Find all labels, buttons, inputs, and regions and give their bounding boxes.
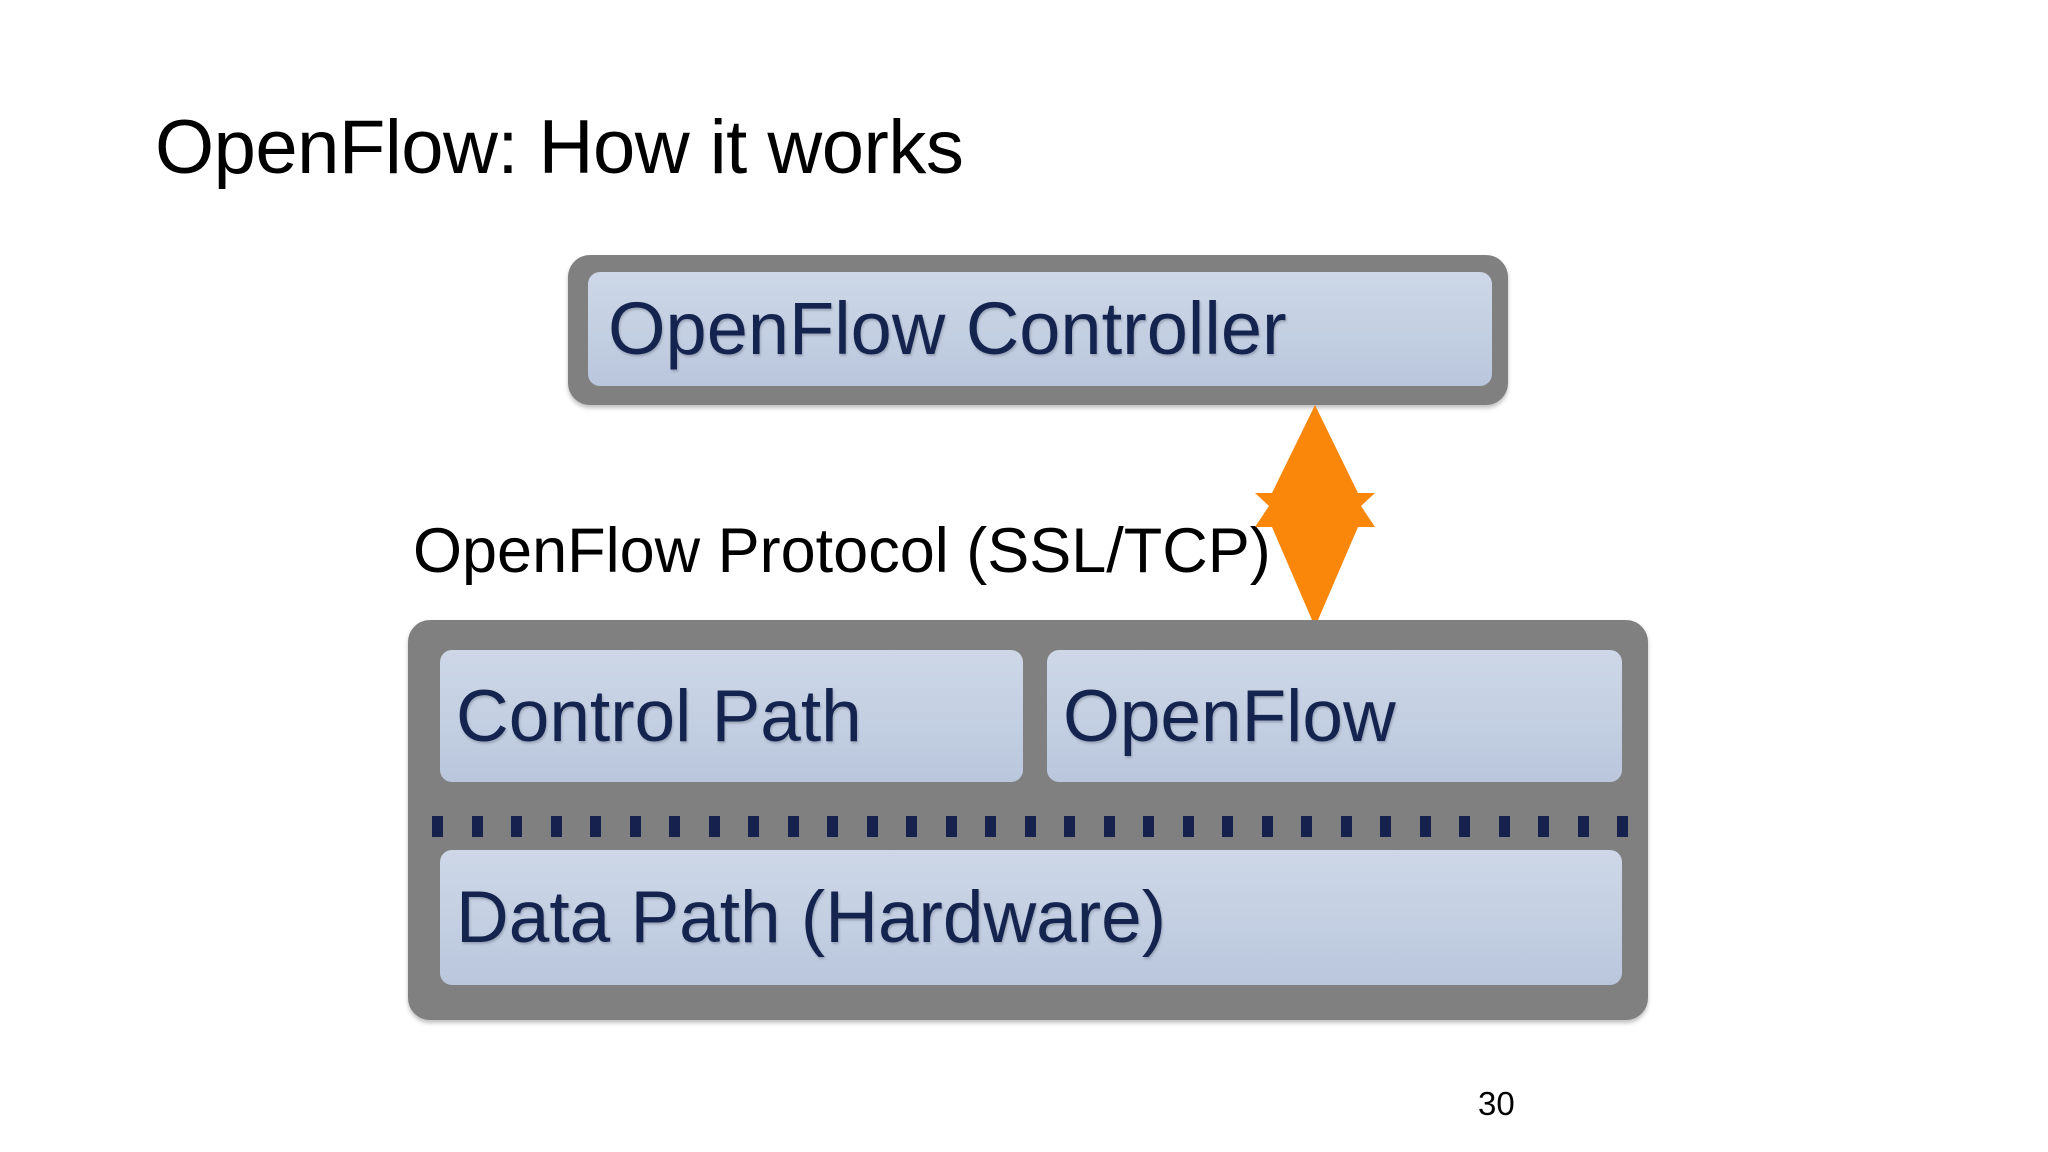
- divider-dot: [945, 815, 957, 837]
- double-headed-vertical-arrow-icon: [1255, 405, 1375, 627]
- divider-dot: [1143, 815, 1154, 837]
- data-path-label: Data Path (Hardware): [456, 877, 1167, 958]
- divider-dot: [1459, 815, 1470, 837]
- divider-dot: [1261, 815, 1273, 837]
- openflow-controller-box: OpenFlow Controller: [588, 272, 1492, 386]
- divider-dot: [511, 815, 522, 837]
- divider-dot: [1617, 815, 1628, 837]
- divider-dot: [1064, 815, 1075, 837]
- divider-dot: [906, 815, 917, 837]
- divider-dot: [629, 815, 641, 837]
- divider-dot: [1340, 815, 1352, 837]
- divider-dot: [1222, 815, 1233, 837]
- divider-dot: [787, 815, 799, 837]
- divider-dot: [1301, 815, 1312, 837]
- divider-dot: [827, 815, 838, 837]
- divider-dot: [1498, 815, 1510, 837]
- divider-dot: [985, 815, 996, 837]
- divider-dot: [866, 815, 878, 837]
- divider-dot: [471, 815, 483, 837]
- divider-dot: [748, 815, 759, 837]
- divider-dot: [1024, 815, 1036, 837]
- page-title: OpenFlow: How it works: [155, 105, 964, 190]
- page-number: 30: [1478, 1085, 1515, 1122]
- divider-dot: [1103, 815, 1115, 837]
- divider-dot: [708, 815, 720, 837]
- divider-dot: [1419, 815, 1431, 837]
- openflow-protocol-label: OpenFlow Protocol (SSL/TCP): [413, 516, 1271, 586]
- divider-dot: [1577, 815, 1589, 837]
- divider-dot: [669, 815, 680, 837]
- data-path-box: Data Path (Hardware): [440, 850, 1622, 985]
- openflow-label: OpenFlow: [1063, 675, 1396, 757]
- openflow-box: OpenFlow: [1047, 650, 1622, 782]
- openflow-controller-label: OpenFlow Controller: [608, 287, 1287, 370]
- divider-dot: [1538, 815, 1549, 837]
- divider-dot: [1182, 815, 1194, 837]
- switch-dotted-divider: [432, 815, 1628, 837]
- divider-dot: [550, 815, 562, 837]
- divider-dot: [432, 815, 443, 837]
- control-path-label: Control Path: [456, 675, 862, 757]
- control-path-box: Control Path: [440, 650, 1023, 782]
- divider-dot: [1380, 815, 1391, 837]
- divider-dot: [590, 815, 601, 837]
